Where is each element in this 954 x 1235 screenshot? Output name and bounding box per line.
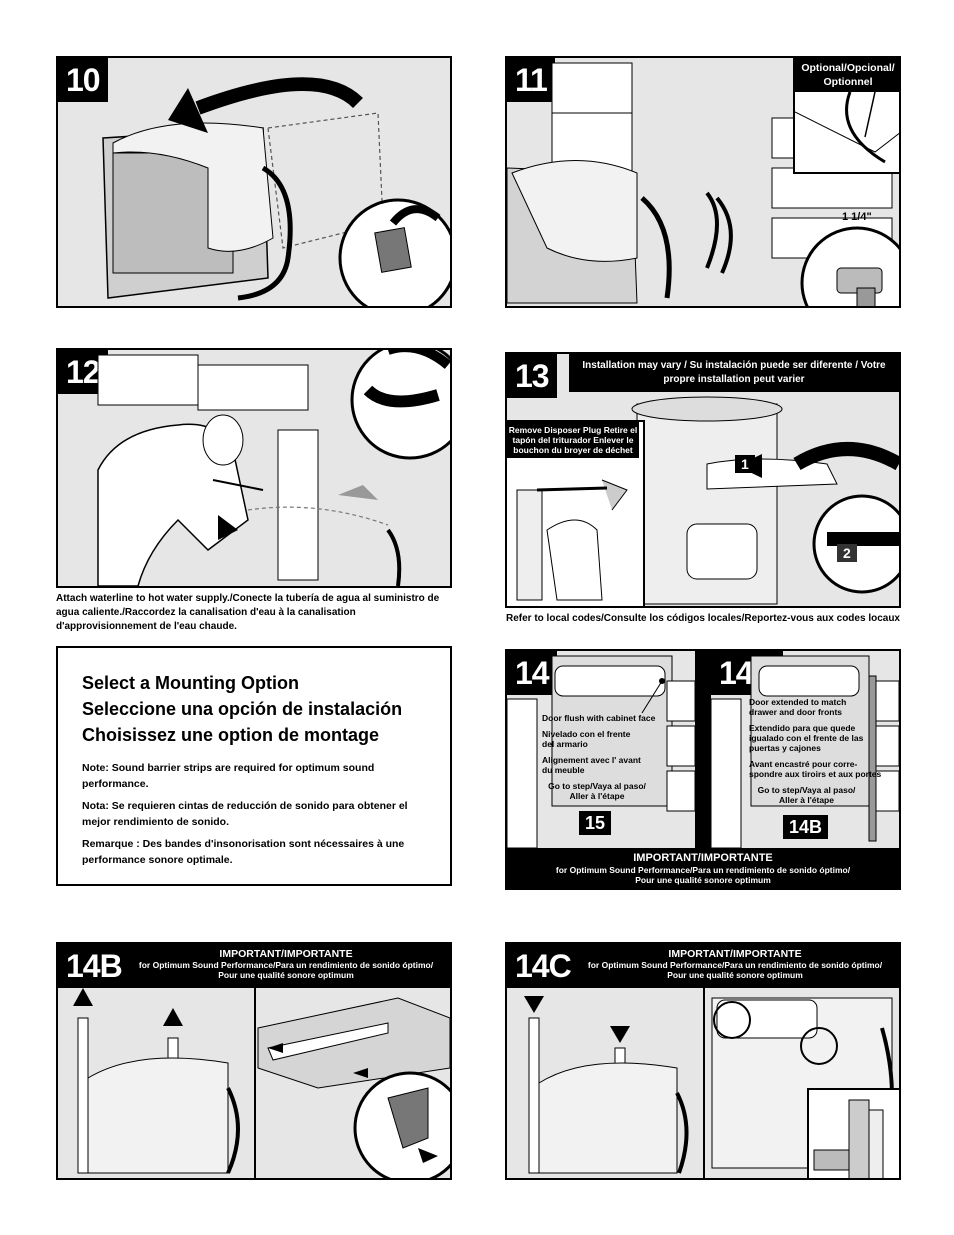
step-12-caption: Attach waterline to hot water supply./Co… — [56, 593, 440, 632]
mounting-title-es: Seleccione una opción de instalación — [82, 699, 403, 719]
step-14a-line2: Extendido para que quede igualado con el… — [749, 723, 864, 753]
optional-inset: Optional/Opcional/ Optionnel — [793, 58, 899, 174]
step-14a-line1: Door extended to match drawer and door f… — [749, 697, 847, 717]
step-10-panel: 10 — [56, 56, 452, 308]
step-14c-corner-inset — [807, 1088, 899, 1178]
step-13-header: Installation may vary / Su instalación p… — [569, 354, 899, 392]
drill-size-label: 1 1/4" — [842, 211, 872, 223]
step-14a-panel: 14A Door extended to match drawer and do… — [711, 651, 899, 848]
step-13-illustration — [631, 396, 899, 605]
step-14c-number: 14C — [507, 944, 579, 988]
step-14-panel: 14 Door flush with cabinet face Nivelado… — [507, 651, 695, 848]
step-14a-goto: 14B — [783, 815, 829, 839]
corner-inset-drawing — [813, 1099, 884, 1178]
step-14b-important-header: IMPORTANT/IMPORTANTE for Optimum Sound P… — [122, 944, 450, 988]
step-14-goto: 15 — [579, 811, 612, 835]
step-11-number: 11 — [507, 58, 555, 102]
mounting-note-es: Nota: Se requieren cintas de reducción d… — [82, 800, 408, 828]
step-14a-line4: Go to step/Vaya al paso/ Aller à l'étape — [757, 785, 856, 805]
step-14-illustration — [507, 655, 695, 848]
mounting-note-fr: Remarque : Des bandes d'insonorisation s… — [82, 838, 405, 866]
important-line1: for Optimum Sound Performance/Para un re… — [555, 865, 851, 875]
step-13-number: 13 — [507, 354, 557, 398]
step-13-caption: Refer to local codes/Consulte los código… — [506, 613, 900, 624]
marker-1: 1 — [735, 455, 755, 473]
step-14-important-footer: IMPORTANT/IMPORTANTE for Optimum Sound P… — [507, 849, 899, 888]
step-14b-number: 14B — [58, 944, 130, 988]
step-14c-important-line1: for Optimum Sound Performance/Para un re… — [587, 960, 883, 970]
important-line2: Pour une qualité sonore optimum — [635, 875, 771, 885]
step-14-group: 14 Door flush with cabinet face Nivelado… — [505, 649, 901, 890]
step-14a-line3: Avant encastré pour corre- spondre aux t… — [749, 759, 882, 779]
step-14b-panel: 14B IMPORTANT/IMPORTANTE for Optimum Sou… — [56, 942, 452, 1180]
marker-2: 2 — [837, 544, 857, 562]
step-10-illustration — [102, 77, 450, 306]
step-11-panel: 11 Optional/Opcional/ Optionnel 1 1/4" — [505, 56, 901, 308]
step-10-number: 10 — [58, 58, 108, 102]
step-14c-important-line2: Pour une qualité sonore optimum — [667, 970, 803, 980]
step-14c-important-header: IMPORTANT/IMPORTANTE for Optimum Sound P… — [571, 944, 899, 988]
important-title: IMPORTANT/IMPORTANTE — [633, 852, 773, 864]
step-14b-important-line2: Pour une qualité sonore optimum — [218, 970, 354, 980]
step-14b-important-title: IMPORTANT/IMPORTANTE — [219, 948, 353, 960]
step-14-line2: Nivelado con el frente del armario — [542, 729, 631, 749]
optional-inset-drawing — [795, 92, 899, 164]
disposer-plug-label: Remove Disposer Plug Retire el tapón del… — [507, 422, 639, 458]
step-14-line1: Door flush with cabinet face — [542, 713, 656, 723]
step-14b-illustration — [58, 988, 450, 1178]
optional-label: Optional/Opcional/ Optionnel — [795, 58, 899, 92]
step-14-line4: Go to step/Vaya al paso/ Aller à l'étape — [548, 781, 646, 801]
step-14c-important-title: IMPORTANT/IMPORTANTE — [668, 948, 802, 960]
step-12-illustration — [97, 350, 450, 586]
step-14b-important-line1: for Optimum Sound Performance/Para un re… — [138, 960, 434, 970]
step-14c-panel: 14C IMPORTANT/IMPORTANTE for Optimum Sou… — [505, 942, 901, 1180]
disposer-plug-inset: Remove Disposer Plug Retire el tapón del… — [507, 420, 645, 606]
mounting-note-en: Note: Sound barrier strips are required … — [82, 762, 375, 790]
step-14-number: 14 — [507, 651, 557, 695]
step-14c-illustration — [507, 988, 899, 1178]
mounting-title-en: Select a Mounting Option — [82, 673, 299, 693]
step-14a-illustration — [711, 655, 899, 848]
step-11-illustration — [507, 62, 899, 306]
disposer-plug-drawing — [516, 479, 628, 601]
step-13-panel: 13 Installation may vary / Su instalació… — [505, 352, 901, 608]
step-12-panel: 12 — [56, 348, 452, 588]
mounting-option-box: Select a Mounting Option Seleccione una … — [56, 646, 452, 886]
step-14-line3: Alignement avec l' avant du meuble — [542, 755, 641, 775]
mounting-title-fr: Choisissez une option de montage — [82, 725, 380, 745]
